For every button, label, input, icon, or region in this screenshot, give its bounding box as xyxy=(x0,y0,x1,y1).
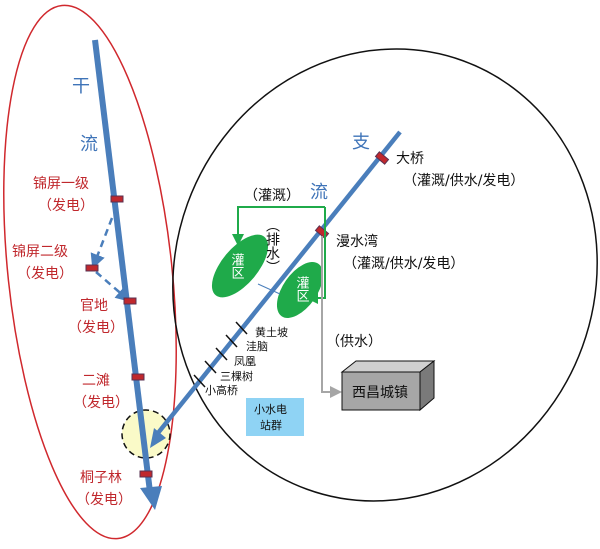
station-marker xyxy=(110,195,124,203)
irrigation-area-label: 灌区 xyxy=(294,276,310,302)
station-role: （灌溉/供水/发电） xyxy=(343,256,464,272)
main-stream-label-2: 流 xyxy=(80,134,98,155)
drainage-arrow xyxy=(257,283,281,295)
small-station-name: 小高桥 xyxy=(205,383,238,397)
main-stream-region xyxy=(3,4,177,540)
station-role: （灌溉/供水/发电） xyxy=(403,173,524,189)
station-name: 官地 xyxy=(80,298,108,314)
station-role: （发电） xyxy=(38,198,94,214)
irrigation-arrow-left xyxy=(232,206,325,246)
irrigation-label: （灌溉） xyxy=(244,188,300,204)
city-label: 西昌城镇 xyxy=(352,385,408,401)
station-marker xyxy=(139,470,153,478)
tributary-line xyxy=(156,130,402,435)
supply-label: （供水） xyxy=(326,334,382,350)
supply-arrow xyxy=(321,236,342,398)
station-role: （发电） xyxy=(76,492,132,508)
station-marker xyxy=(85,264,99,272)
diversion-dashed-2 xyxy=(95,271,131,302)
small-station-name: 洼脑 xyxy=(246,339,268,353)
station-name: 锦屏一级 xyxy=(33,175,89,192)
station-name: 锦屏二级 xyxy=(12,243,68,260)
confluence-circle xyxy=(121,409,171,459)
station-marker xyxy=(374,151,390,165)
irrigation-arrow-right xyxy=(306,207,326,304)
small-station-name: 黄土坡 xyxy=(255,325,288,339)
station-name: 二滩 xyxy=(82,373,110,389)
small-station-name: 三棵树 xyxy=(220,369,253,383)
hydro-group-box xyxy=(246,398,304,436)
station-role: （发电） xyxy=(73,395,129,411)
station-marker xyxy=(131,373,145,381)
main-stream-label-1: 干 xyxy=(72,76,90,97)
irrigation-area xyxy=(276,262,324,318)
drainage-label: （排水） xyxy=(264,218,280,274)
tributary-label-2: 流 xyxy=(310,182,328,203)
station-role: （发电） xyxy=(68,320,124,336)
station-name: 大桥 xyxy=(396,151,424,167)
station-name: 漫水湾 xyxy=(336,233,378,250)
station-name: 桐子林 xyxy=(80,470,122,486)
hydro-group-label-1: 小水电 xyxy=(254,403,287,416)
small-station-ticks xyxy=(193,321,248,388)
station-role: （发电） xyxy=(17,266,73,282)
small-station-name: 凤凰 xyxy=(234,355,256,368)
tributary-arrowhead xyxy=(150,428,166,448)
irrigation-area-label: 灌区 xyxy=(229,253,245,279)
city-box: 西昌城镇 xyxy=(340,359,436,412)
station-marker xyxy=(123,297,137,305)
tributary-label-1: 支 xyxy=(352,132,370,153)
diversion-dashed-1 xyxy=(90,217,114,269)
tributary-region xyxy=(172,48,598,502)
main-stream-line xyxy=(92,39,153,493)
irrigation-area xyxy=(211,234,269,298)
main-stream-arrowhead xyxy=(140,486,162,510)
hydro-group-label-2: 站群 xyxy=(260,418,282,432)
